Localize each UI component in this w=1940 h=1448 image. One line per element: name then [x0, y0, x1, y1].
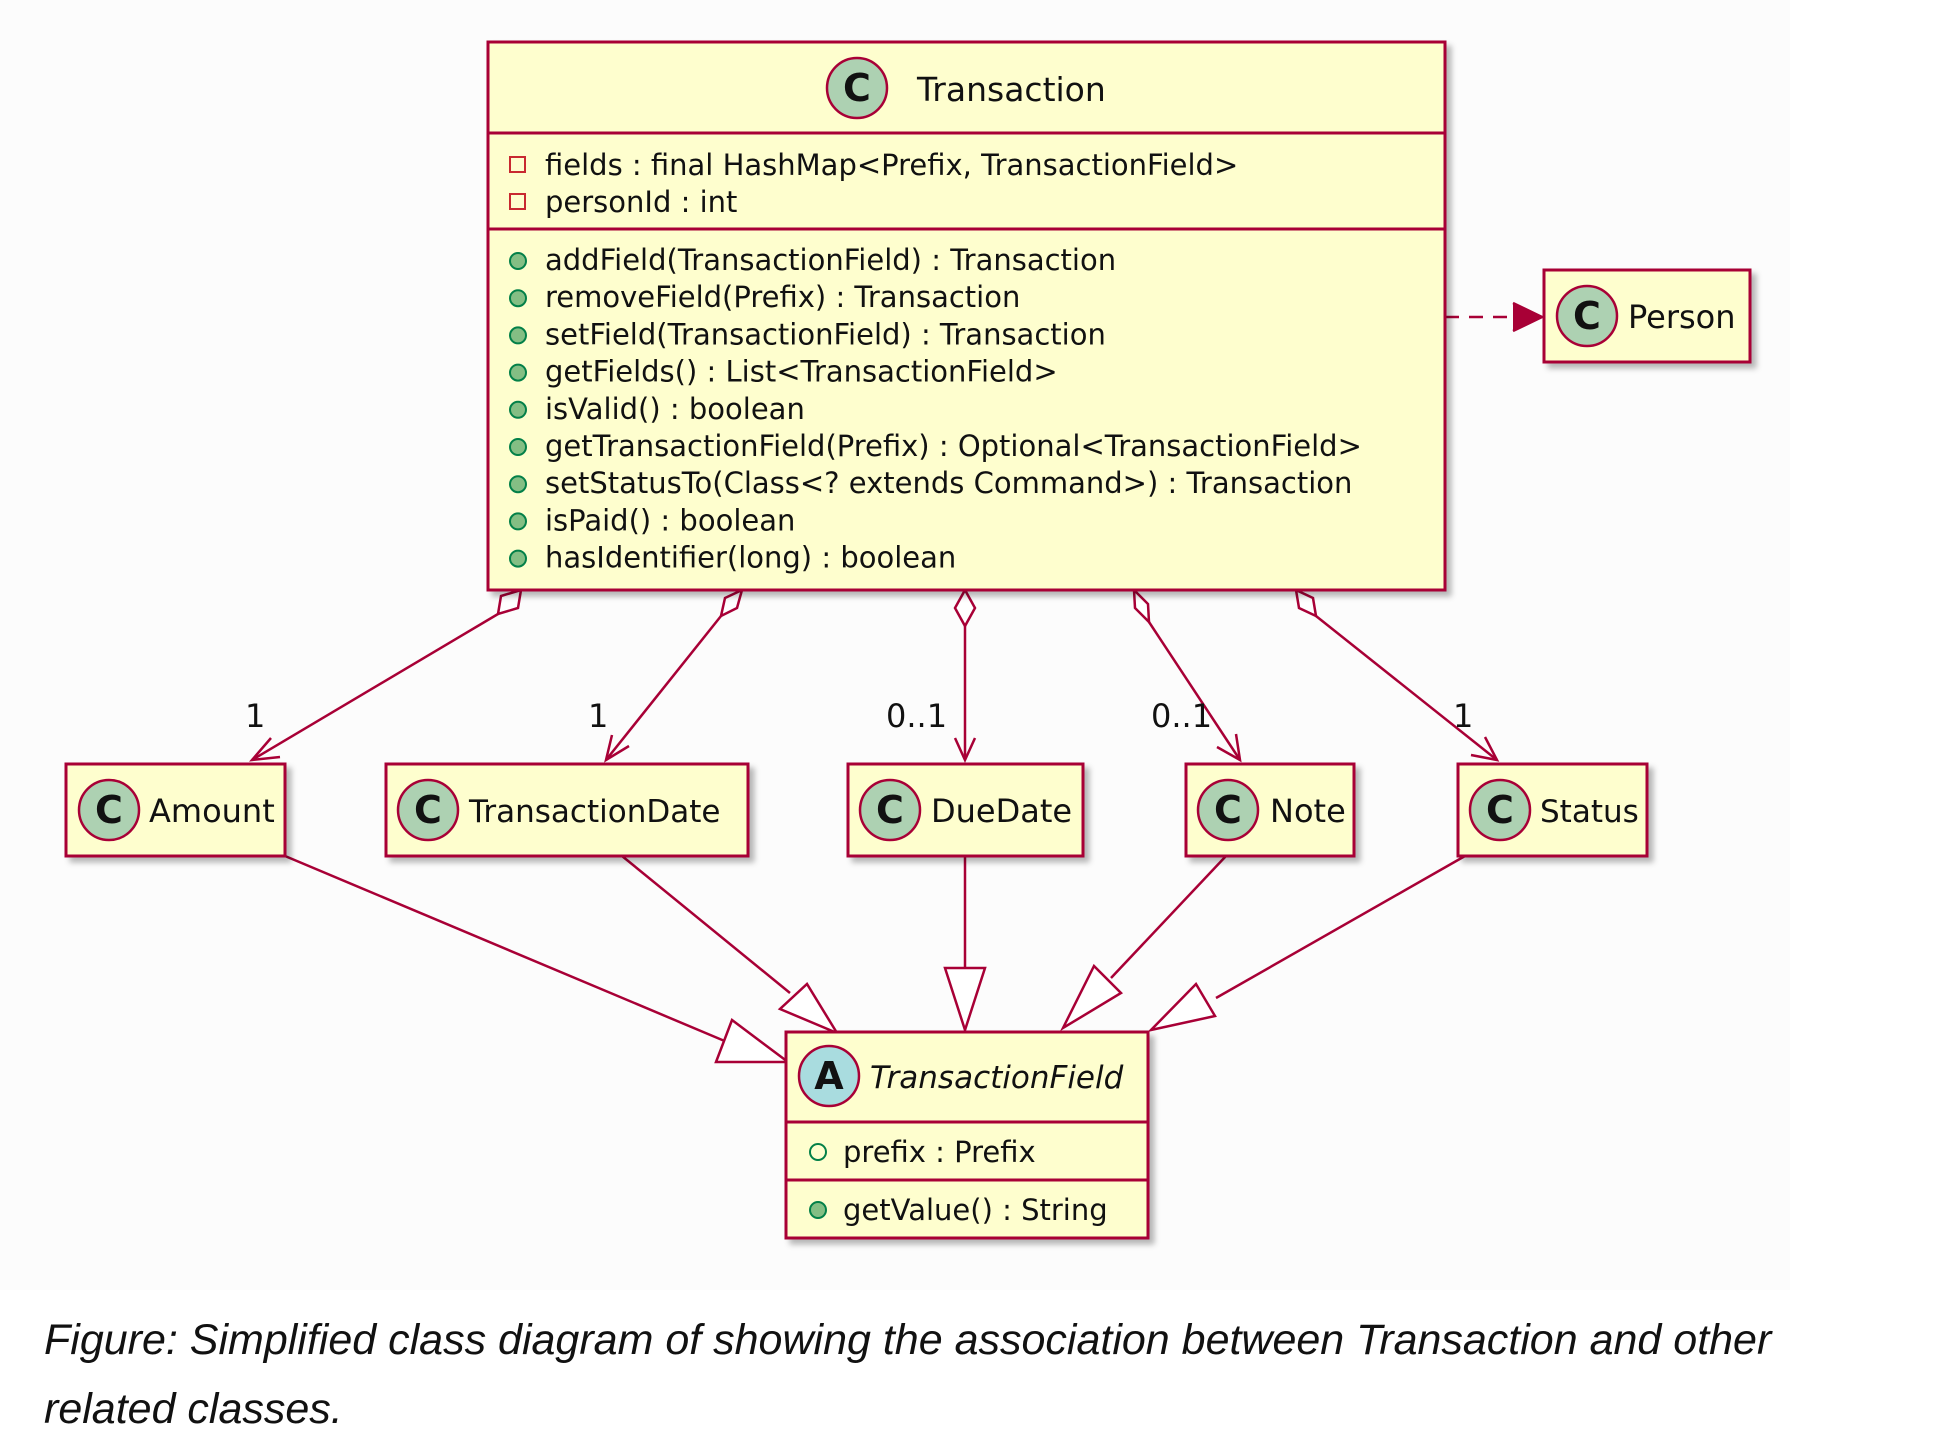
class-stereotype-letter: C: [843, 66, 871, 110]
class-transaction[interactable]: C Transaction fields : final HashMap<Pre…: [486, 40, 1447, 592]
class-transaction-date[interactable]: C TransactionDate: [384, 762, 750, 858]
generalization-line-status: [1215, 854, 1466, 1000]
aggregation-diamond-note: [1132, 586, 1151, 626]
figure-caption: Figure: Simplified class diagram of show…: [44, 1316, 1772, 1433]
public-method-icon: [809, 1201, 827, 1219]
class-person[interactable]: C Person: [1542, 268, 1752, 364]
generalization-head-amount: [714, 1018, 792, 1064]
aggregation-diamond-due-date: [953, 587, 977, 629]
field-prefix: prefix : Prefix: [843, 1135, 1036, 1169]
method-row: addField(TransactionField) : Transaction: [545, 243, 1116, 277]
generalization-line-transaction-date: [621, 855, 791, 994]
class-stereotype-icon: [1468, 778, 1532, 842]
public-method-icon: [509, 438, 527, 456]
class-name-status: Status: [1540, 794, 1639, 830]
association-arrow-amount: [248, 737, 281, 762]
association-arrow-transaction-date: [604, 734, 630, 763]
multiplicity-transaction-date: 1: [588, 697, 608, 735]
public-field-icon: [809, 1143, 827, 1161]
method-row: getTransactionField(Prefix) : Optional<T…: [545, 429, 1362, 463]
method-row: setStatusTo(Class<? extends Command>) : …: [545, 466, 1352, 500]
public-method-icon: [509, 549, 527, 568]
association-line-transaction-date: [605, 615, 722, 761]
multiplicity-amount: 1: [245, 697, 265, 735]
aggregation-diamond-transaction-date: [719, 587, 744, 619]
association-line-status: [1315, 615, 1498, 761]
class-stereotype-letter: C: [1573, 294, 1601, 338]
class-stereotype-icon: [77, 778, 141, 842]
generalization-line-note: [1110, 855, 1227, 979]
association-arrow-due-date: [953, 737, 977, 764]
public-method-icon: [509, 400, 527, 419]
class-stereotype-letter: C: [95, 788, 123, 832]
public-method-icon: [509, 326, 527, 345]
private-field-icon: [509, 156, 526, 173]
generalization-head-due-date: [943, 966, 987, 1035]
class-stereotype-icon: [858, 778, 922, 842]
generalization-head-note: [1059, 963, 1124, 1032]
method-row: removeField(Prefix) : Transaction: [545, 280, 1020, 314]
class-name-transaction-field: TransactionField: [870, 1060, 1124, 1096]
method-row: setField(TransactionField) : Transaction: [545, 317, 1106, 351]
class-name-transaction: Transaction: [916, 70, 1106, 109]
association-line-note: [1147, 621, 1242, 761]
method-row: getFields() : List<TransactionField>: [545, 355, 1058, 389]
aggregation-diamond-status: [1294, 587, 1318, 619]
public-method-icon: [509, 475, 527, 494]
class-name-person: Person: [1628, 298, 1736, 336]
class-transaction-field[interactable]: A TransactionField prefix : Prefix getVa…: [784, 1030, 1150, 1240]
class-stereotype-letter: C: [1486, 788, 1514, 832]
association-arrow-status: [1470, 736, 1500, 762]
public-method-icon: [509, 512, 527, 531]
class-note[interactable]: C Note: [1184, 762, 1356, 858]
class-stereotype-icon: [396, 778, 460, 842]
class-stereotype-icon: [1555, 284, 1619, 348]
generalization-head-status: [1147, 981, 1217, 1033]
class-diagram: 1 1 0..1 0..1 1 C Transaction fields : f…: [64, 40, 1752, 1240]
multiplicity-note: 0..1: [1151, 697, 1212, 735]
class-amount[interactable]: C Amount: [64, 762, 287, 858]
abstract-stereotype-icon: [797, 1044, 861, 1108]
class-name-amount: Amount: [149, 792, 275, 830]
public-method-icon: [509, 252, 527, 270]
class-name-note: Note: [1270, 792, 1346, 830]
field-fields: fields : final HashMap<Prefix, Transacti…: [545, 148, 1238, 182]
aggregation-diamond-amount: [496, 588, 523, 616]
association-line-amount: [251, 612, 499, 762]
class-stereotype-letter: C: [414, 788, 442, 832]
multiplicity-status: 1: [1453, 697, 1473, 735]
method-row: isValid() : boolean: [545, 392, 805, 426]
class-stereotype-letter: A: [814, 1054, 844, 1098]
class-status[interactable]: C Status: [1456, 762, 1649, 858]
class-name-transaction-date: TransactionDate: [468, 794, 720, 830]
method-get-value: getValue() : String: [843, 1193, 1108, 1227]
multiplicity-due-date: 0..1: [886, 697, 947, 735]
private-field-icon: [509, 193, 526, 210]
field-person-id: personId : int: [545, 185, 737, 219]
association-arrow-note: [1216, 733, 1242, 763]
class-stereotype-letter: C: [1214, 788, 1242, 832]
method-row: hasIdentifier(long) : boolean: [545, 541, 956, 575]
class-stereotype-letter: C: [876, 788, 904, 832]
generalization-head-transaction-date: [777, 982, 841, 1036]
class-due-date[interactable]: C DueDate: [846, 762, 1085, 858]
public-method-icon: [509, 289, 527, 308]
class-stereotype-icon: [825, 56, 889, 120]
method-row: isPaid() : boolean: [545, 503, 795, 537]
dependency-arrowhead-person: [1512, 301, 1545, 333]
generalization-line-amount: [284, 854, 728, 1044]
class-stereotype-icon: [1196, 778, 1260, 842]
class-name-due-date: DueDate: [931, 792, 1072, 830]
public-method-icon: [509, 363, 527, 382]
